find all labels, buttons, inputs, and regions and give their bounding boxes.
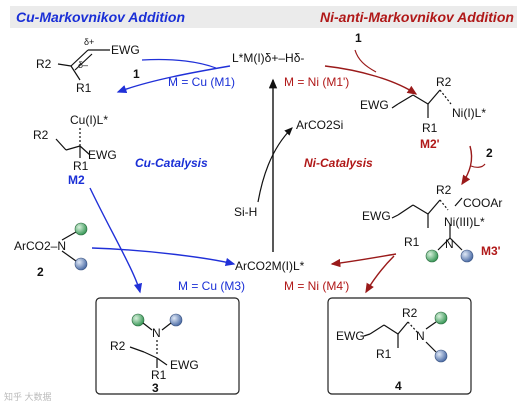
- metal-hydride-label: L*M(I)δ+–Hδ-: [232, 51, 304, 65]
- arrow-m2-to-3: [89, 187, 143, 294]
- svg-text:EWG: EWG: [362, 209, 391, 223]
- arrow-m3p-to-4: [365, 255, 395, 294]
- svg-text:ArCO2–N: ArCO2–N: [14, 239, 66, 253]
- arrow-m3p-to-carboxylate: [330, 253, 397, 268]
- m-cu-m3-label: M = Cu (M3): [178, 279, 245, 293]
- m3p-label: M3': [481, 244, 501, 258]
- carboxylate-metal-label: ArCO2M(I)L*: [235, 259, 305, 273]
- svg-text:Ni(I)L*: Ni(I)L*: [452, 106, 486, 120]
- svg-text:N: N: [416, 329, 425, 343]
- svg-text:EWG: EWG: [88, 148, 117, 162]
- svg-text:R1: R1: [376, 347, 392, 361]
- alkene-1: δ+ δ– EWG R2 R1: [36, 37, 140, 95]
- svg-text:R1: R1: [76, 81, 92, 95]
- svg-text:R2: R2: [110, 339, 126, 353]
- m-ni-m4p-label: M = Ni (M4'): [284, 279, 349, 293]
- svg-text:R1: R1: [73, 159, 89, 173]
- svg-text:EWG: EWG: [170, 358, 199, 372]
- silyl-ester-label: ArCO2Si: [296, 118, 343, 132]
- arrow-to-m2p: [324, 65, 418, 95]
- arrow-to-m2: [116, 65, 231, 93]
- arrow-from-2-right: [470, 163, 486, 168]
- cu-markovnikov-title: Cu-Markovnikov Addition: [16, 9, 185, 25]
- svg-text:R2: R2: [436, 183, 452, 197]
- ni-anti-markovnikov-title: Ni-anti-Markovnikov Addition: [320, 9, 514, 25]
- svg-text:N: N: [152, 326, 161, 340]
- header-bar: [10, 6, 517, 28]
- product-box-3: [95, 297, 240, 395]
- o-benzoyl-hydroxylamine-2: ArCO2–N: [14, 222, 88, 271]
- svg-text:δ+: δ+: [84, 37, 94, 47]
- arrow-from-1-right: [354, 49, 377, 73]
- svg-text:EWG: EWG: [360, 98, 389, 112]
- svg-text:R1: R1: [151, 368, 167, 382]
- svg-text:R1: R1: [404, 235, 420, 249]
- arrow-m2p-to-m3p: [461, 145, 473, 186]
- watermark: 知乎 大数据: [4, 391, 52, 402]
- ni-intermediate-m2p: EWG R2 Ni(I)L* R1: [360, 75, 486, 135]
- product-3-structure: N R2 EWG R1: [110, 313, 199, 382]
- m-cu-m1-label: M = Cu (M1): [168, 75, 235, 89]
- m-ni-m1p-label: M = Ni (M1'): [284, 75, 349, 89]
- silane-label: Si-H: [234, 205, 257, 219]
- svg-text:R2: R2: [436, 75, 452, 89]
- svg-text:R2: R2: [33, 128, 49, 142]
- cu-catalysis-label: Cu-Catalysis: [135, 156, 208, 170]
- m2p-label: M2': [420, 137, 440, 151]
- arrow-from-1-left: [141, 58, 217, 69]
- silane-curve: [257, 127, 293, 203]
- svg-text:COOAr: COOAr: [463, 196, 502, 210]
- ni-iii-intermediate-m3p: EWG R2 COOAr Ni(III)L* R1 N: [362, 183, 502, 263]
- arrow-from-2-left: [91, 247, 236, 267]
- compound-1-right-label: 1: [355, 31, 362, 45]
- product-4-structure: EWG R2 N R1: [336, 306, 448, 363]
- product-4-label: 4: [395, 379, 402, 393]
- cu-intermediate-m2: Cu(I)L* R2 EWG R1: [33, 113, 117, 173]
- compound-2-right-label: 2: [486, 146, 493, 160]
- svg-text:Ni(III)L*: Ni(III)L*: [444, 215, 485, 229]
- product-3-label: 3: [152, 381, 159, 395]
- svg-text:R1: R1: [422, 121, 438, 135]
- svg-text:R2: R2: [402, 306, 418, 320]
- ni-catalysis-label: Ni-Catalysis: [304, 156, 373, 170]
- compound-1-left-label: 1: [133, 67, 140, 81]
- svg-text:δ–: δ–: [78, 60, 88, 70]
- m2-label: M2: [68, 173, 85, 187]
- svg-text:R2: R2: [36, 57, 52, 71]
- svg-text:Cu(I)L*: Cu(I)L*: [70, 113, 108, 127]
- compound-2-left-label: 2: [37, 265, 44, 279]
- svg-text:EWG: EWG: [336, 329, 365, 343]
- svg-text:EWG: EWG: [111, 43, 140, 57]
- svg-text:N: N: [445, 237, 454, 251]
